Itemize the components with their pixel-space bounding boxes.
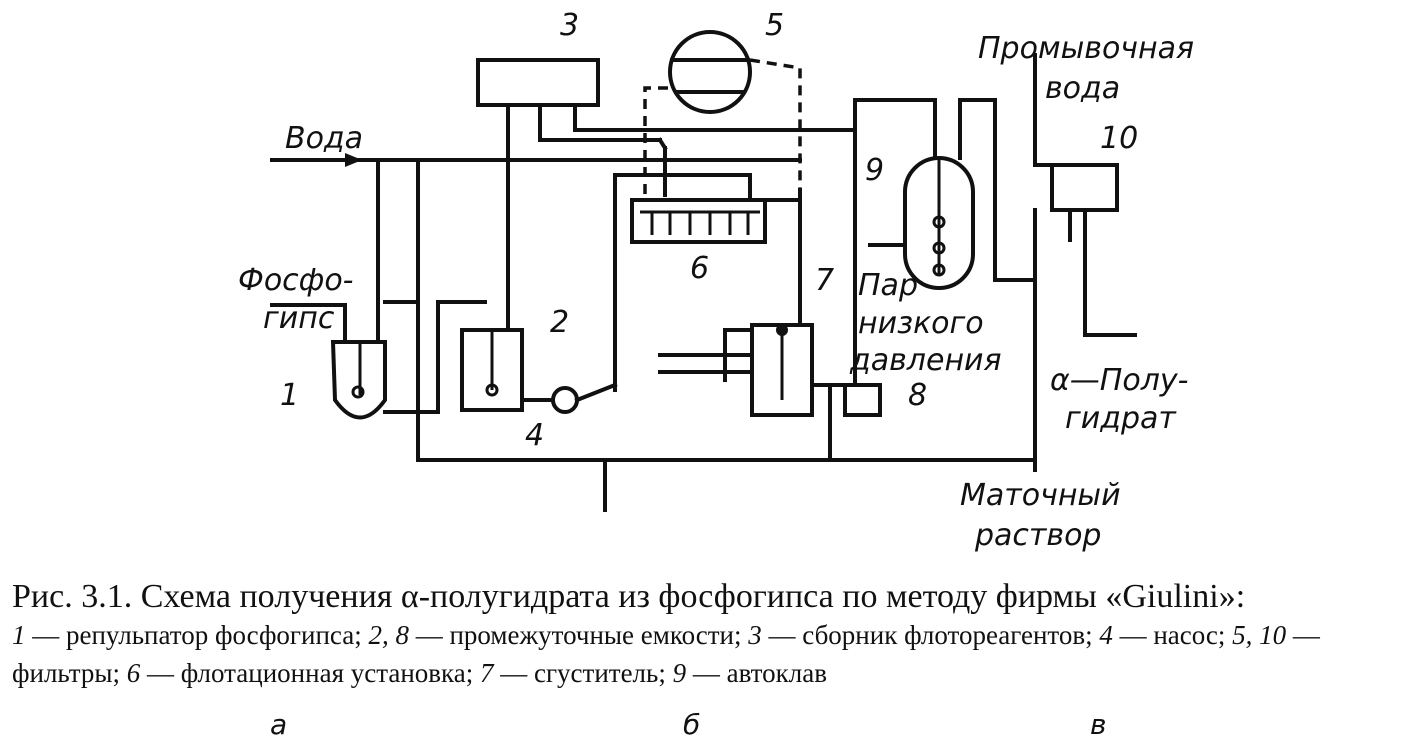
number-8: 8 — [908, 378, 927, 413]
water-label: Вода — [285, 121, 363, 156]
number-9: 9 — [865, 153, 884, 188]
legend-item: 5, 10 — фильтры; — [12, 620, 1320, 688]
figure-caption: Рис. 3.1. Схема получения α-полугидрата … — [12, 578, 1397, 692]
mother-liquor-label-line1: Маточный — [960, 478, 1121, 513]
legend-item: 6 — флотационная установка; — [126, 658, 480, 688]
intermediate-tank-2 — [460, 328, 524, 412]
intermediate-tank-8 — [843, 383, 882, 417]
dashed-line-5-to-7 — [749, 58, 802, 190]
repulper-1 — [330, 340, 387, 420]
mother-liquor-label-line2: раствор — [974, 518, 1101, 553]
legend-item: 1 — репульпатор фосфогипса; — [12, 620, 369, 650]
number-4: 4 — [525, 418, 544, 453]
bottom-letter-a: а — [270, 708, 288, 741]
flotation-unit-6 — [630, 198, 767, 244]
number-10: 10 — [1100, 121, 1138, 156]
product-label-line1: α—Полу- — [1050, 363, 1188, 398]
number-6: 6 — [690, 251, 709, 286]
number-3: 3 — [560, 8, 579, 43]
bottom-letter-b: б — [683, 708, 701, 741]
number-2: 2 — [550, 305, 569, 340]
product-label-line2: гидрат — [1065, 401, 1177, 436]
caption-title: Рис. 3.1. Схема получения α-полугидрата … — [12, 578, 1246, 615]
steam-label-line2: низкого — [858, 306, 984, 341]
autoclave-9 — [903, 156, 975, 290]
caption-legend: 1 — репульпатор фосфогипса; 2, 8 — проме… — [12, 616, 1397, 692]
number-1: 1 — [280, 378, 299, 413]
legend-item: 2, 8 — промежуточные емкости; — [368, 620, 749, 650]
thickener-7 — [750, 323, 814, 417]
bottom-letter-v: в — [1090, 708, 1107, 741]
pump-4 — [551, 386, 579, 414]
dashed-line-5-to-6 — [643, 86, 668, 195]
legend-item: 7 — сгуститель; — [479, 658, 673, 688]
water-line — [270, 153, 802, 167]
wash-water-label-line2: вода — [1045, 71, 1120, 106]
wash-water-label-line1: Промывочная — [978, 31, 1194, 66]
legend-item: 4 — насос; — [1099, 620, 1233, 650]
steam-label-line1: Пар — [858, 268, 918, 303]
filter-5 — [668, 30, 752, 114]
steam-label-line3: давления — [849, 343, 1002, 378]
arrow-icon — [345, 153, 362, 167]
number-5: 5 — [765, 8, 784, 43]
process-schematic: Вода Фосфо- гипс Промывочная вода Пар ни… — [238, 8, 1194, 553]
phosphogypsum-label-line2: гипс — [263, 301, 335, 336]
number-7: 7 — [815, 263, 834, 298]
legend-item: 9 — автоклав — [672, 658, 827, 688]
reagent-collector-3 — [476, 58, 600, 107]
phosphogypsum-label-line1: Фосфо- — [238, 263, 354, 298]
legend-item: 3 — сборник флотореагентов; — [748, 620, 1100, 650]
